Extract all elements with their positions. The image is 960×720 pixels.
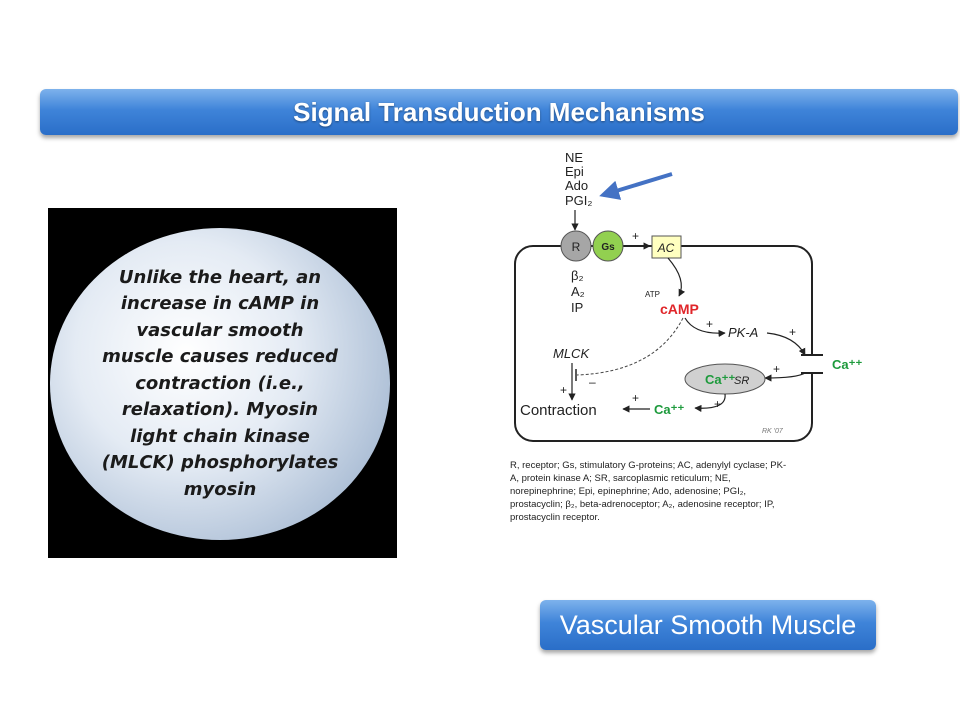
pka-label: PK-A — [728, 325, 758, 340]
caption-line-1: R, receptor; Gs, stimulatory G-proteins;… — [510, 460, 786, 471]
ca-in-sr: Ca⁺⁺ — [705, 372, 735, 387]
pointer-arrow — [599, 172, 673, 200]
ligand-pgi2: PGI₂ — [565, 193, 592, 208]
ca-channel-gap — [805, 355, 819, 373]
receptor-label: R — [572, 240, 581, 254]
footer-label: Vascular Smooth Muscle — [559, 609, 857, 640]
plus-sr-ca: + — [714, 397, 721, 411]
camp-label: cAMP — [660, 301, 699, 317]
mlck-label: MLCK — [553, 346, 590, 361]
plus-channel-sr: + — [773, 362, 780, 376]
minus-camp-mlck: – — [589, 375, 596, 389]
pka-to-channel-arrow — [766, 332, 806, 356]
ligand-ne: NE — [565, 150, 583, 165]
plus-camp-pka: + — [706, 317, 713, 331]
signature: RK '07 — [762, 428, 784, 435]
plus-mlck-contraction: + — [560, 383, 567, 397]
signal-diagram: NE Epi Ado PGI₂ R Gs β₂ A₂ IP + AC ATP c… — [510, 150, 862, 523]
receptor-beta2: β₂ — [571, 268, 584, 283]
channel-to-sr-arrow — [764, 372, 806, 382]
title-banner: Signal Transduction Mechanisms — [40, 89, 958, 135]
contraction-label: Contraction — [520, 402, 597, 419]
gs-label: Gs — [601, 242, 615, 253]
ca-cytosolic: Ca⁺⁺ — [654, 402, 684, 417]
ac-label: AC — [657, 241, 675, 255]
vascular-smooth-muscle-button[interactable]: Vascular Smooth Muscle — [540, 600, 876, 650]
caption-line-3: norepinephrine; Epi, epinephrine; Ado, a… — [510, 486, 746, 497]
callout-circle: Unlike the heart, an increase in cAMP in… — [50, 228, 390, 540]
ca-extracellular: Ca⁺⁺ — [832, 357, 862, 372]
plus-gs-ac: + — [632, 229, 639, 243]
camp-inhibits-mlck — [576, 317, 684, 376]
atp-curve — [667, 257, 686, 297]
caption-line-4: prostacyclin; β₂, beta-adrenoceptor; A₂,… — [510, 499, 775, 510]
camp-to-pka-arrow — [684, 317, 726, 338]
ac-box — [651, 235, 682, 259]
plus-pka-channel: + — [789, 325, 796, 339]
caption-line-2: A, protein kinase A; SR, sarcoplasmic re… — [510, 473, 731, 484]
atp-label: ATP — [645, 290, 660, 299]
receptor-a2: A₂ — [571, 284, 585, 299]
ligand-epi: Epi — [565, 164, 584, 179]
receptor-ip: IP — [571, 300, 583, 315]
caption-line-5: prostacyclin receptor. — [510, 512, 600, 523]
gs-node — [592, 230, 624, 262]
slide-title: Signal Transduction Mechanisms — [293, 96, 705, 127]
ligand-ado: Ado — [565, 178, 588, 193]
callout-panel: Unlike the heart, an increase in cAMP in… — [48, 208, 397, 558]
plus-ca-contraction: + — [632, 391, 639, 405]
sr-label: SR — [734, 375, 749, 387]
callout-text: Unlike the heart, an increase in cAMP in… — [101, 266, 339, 500]
sr-to-ca-arrow — [694, 393, 726, 412]
receptor-node — [560, 230, 592, 262]
